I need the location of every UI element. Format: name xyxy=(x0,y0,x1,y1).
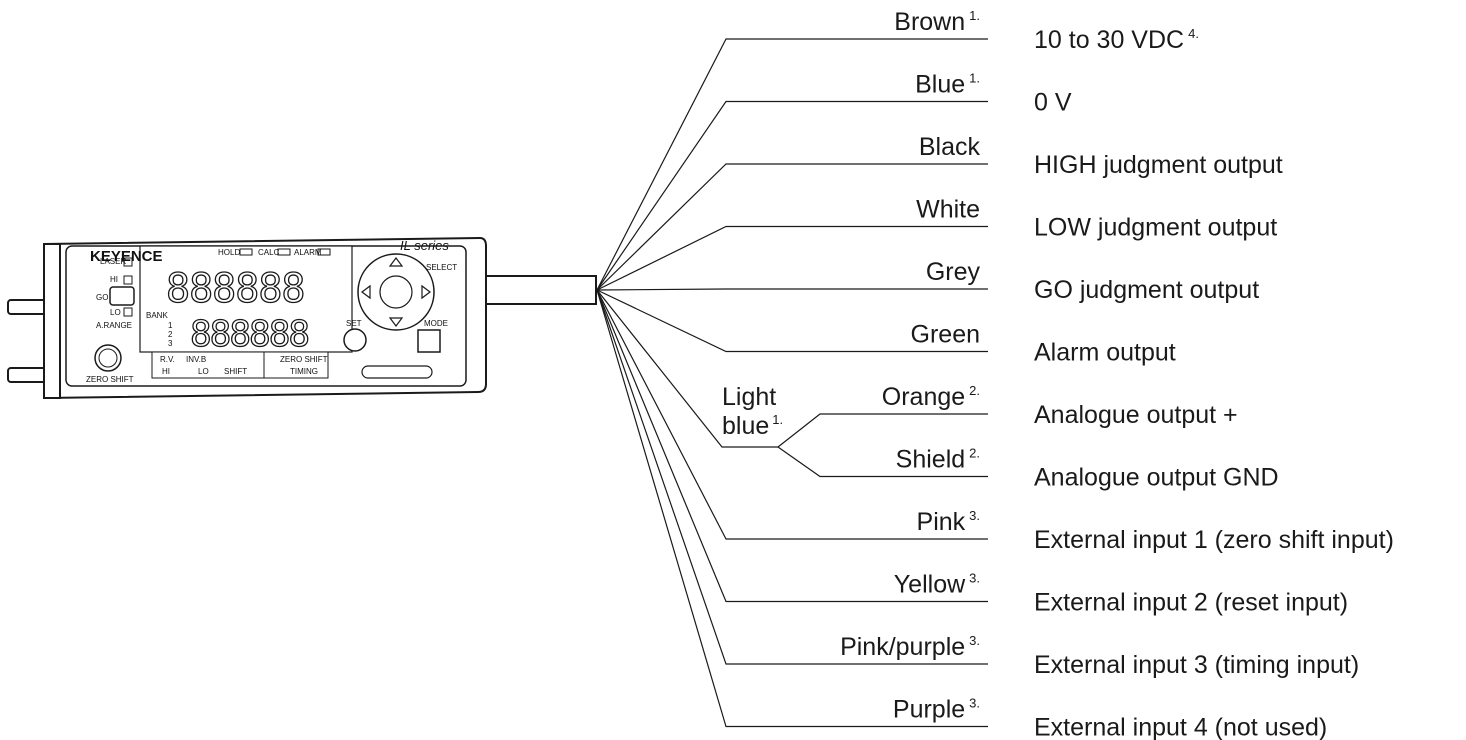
bank-3-label: 3 xyxy=(168,339,173,348)
wire-line-pink-purple xyxy=(596,289,988,665)
series-label: IL series xyxy=(400,238,449,253)
alarm-label: ALARM xyxy=(294,248,322,257)
rv-label: R.V. xyxy=(160,355,175,364)
calc-label: CALC xyxy=(258,248,280,257)
wire-line-black xyxy=(596,163,988,291)
zero-shift-label: ZERO SHIFT xyxy=(86,375,134,384)
arrow-up-icon[interactable] xyxy=(388,257,404,267)
wire-line-light-blue xyxy=(596,289,778,448)
signal-label: GO judgment output xyxy=(1034,276,1259,304)
wire-color-label: Black xyxy=(919,133,981,161)
label-slot xyxy=(361,365,433,379)
zero-shift-indicator-label: ZERO SHIFT xyxy=(280,355,328,364)
select-label: SELECT xyxy=(426,263,457,272)
mode-label: MODE xyxy=(424,319,448,328)
brand-logo: KEYENCE xyxy=(90,248,163,265)
signal-label: External input 2 (reset input) xyxy=(1034,589,1348,617)
hi-label: HI xyxy=(110,275,118,284)
set-button[interactable] xyxy=(343,328,367,352)
amplifier-unit xyxy=(7,236,597,400)
signal-label: External input 3 (timing input) xyxy=(1034,651,1359,679)
wire-line-purple xyxy=(596,289,988,728)
go-switch[interactable] xyxy=(109,286,135,306)
arrow-right-icon[interactable] xyxy=(421,284,431,300)
hi2-label: HI xyxy=(162,367,170,376)
wire-line-yellow xyxy=(596,289,988,603)
wire-line-grey xyxy=(596,288,988,291)
signal-label: Analogue output GND xyxy=(1034,464,1279,492)
signal-label: External input 1 (zero shift input) xyxy=(1034,526,1394,554)
indicator-panel-right xyxy=(263,351,329,379)
lo2-label: LO xyxy=(198,367,209,376)
wire-color-label: Green xyxy=(911,321,980,349)
wire-line-brown xyxy=(596,38,988,291)
arrow-left-icon[interactable] xyxy=(361,284,371,300)
hold-label: HOLD xyxy=(218,248,240,257)
inv-label: INV.B xyxy=(186,355,206,364)
wire-line-green xyxy=(596,289,988,353)
go-label: GO xyxy=(96,293,108,302)
wire-line-shield xyxy=(777,446,988,478)
svg-text:888888: 888888 xyxy=(190,314,308,355)
mode-button[interactable] xyxy=(417,329,441,353)
set-label: SET xyxy=(346,319,362,328)
wire-line-white xyxy=(596,225,988,291)
bank-1-label: 1 xyxy=(168,321,173,330)
signal-label: HIGH judgment output xyxy=(1034,151,1283,179)
a-range-label: A.RANGE xyxy=(96,321,132,330)
laser-label: LASER xyxy=(100,257,126,266)
bank-2-label: 2 xyxy=(168,330,173,339)
mounting-clip-upper xyxy=(7,299,49,315)
mounting-clip-lower xyxy=(7,367,49,383)
indicator-panel xyxy=(151,351,265,379)
signal-label: Alarm output xyxy=(1034,339,1176,367)
signal-label: External input 4 (not used) xyxy=(1034,714,1327,740)
cable xyxy=(485,275,597,305)
wire-line-blue xyxy=(596,100,988,291)
signal-label: Analogue output + xyxy=(1034,401,1238,429)
device-text: KEYENCE IL series LASER HI GO LO A.RANGE… xyxy=(86,238,457,384)
display-window xyxy=(139,245,353,353)
svg-text:888888: 888888 xyxy=(166,266,305,312)
bank-label: BANK xyxy=(146,311,168,320)
signal-label: 0 V xyxy=(1034,89,1072,117)
wire-color-label: White xyxy=(916,196,980,224)
display-digits: 888888 888888 xyxy=(165,265,311,355)
wire-color-label: Grey xyxy=(926,258,981,286)
shift-label: SHIFT xyxy=(224,367,247,376)
wire-line-pink xyxy=(596,289,988,540)
timing-label: TIMING xyxy=(290,367,318,376)
arrow-down-icon[interactable] xyxy=(388,317,404,327)
group-label-line1: Light xyxy=(722,383,776,411)
signal-label: LOW judgment output xyxy=(1034,214,1277,242)
wire-lines xyxy=(596,38,988,728)
wire-line-orange xyxy=(777,413,988,448)
lo-label: LO xyxy=(110,308,121,317)
